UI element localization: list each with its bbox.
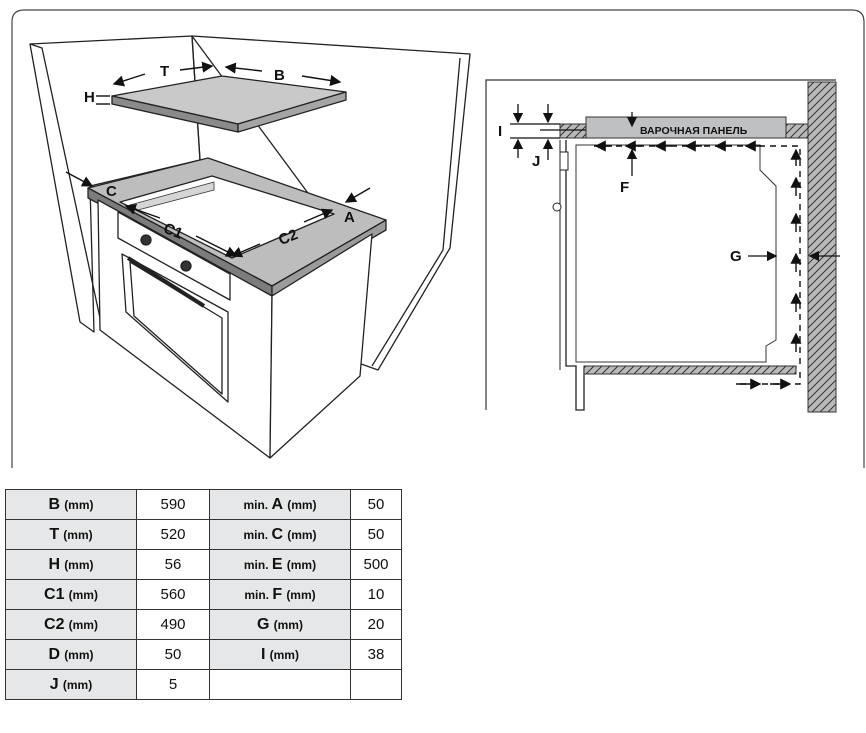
dimension-name: min. E (mm)	[209, 549, 351, 580]
dimension-value: 500	[350, 549, 402, 580]
airflow-arrows	[594, 140, 802, 390]
label-c2: C2	[276, 226, 300, 249]
label-i: I	[498, 123, 502, 140]
outer-frame	[11, 9, 865, 468]
dimension-name: min. A (mm)	[209, 489, 351, 520]
dimension-name: C2 (mm)	[5, 609, 137, 640]
dimension-name: T (mm)	[5, 519, 137, 550]
dimension-value: 20	[350, 609, 402, 640]
installation-diagram: T B H C A C1 C2 ВАРОЧНАЯ ПАНЕЛЬ	[11, 9, 865, 468]
dimension-value: 560	[136, 579, 210, 610]
right-labels: I J F G	[498, 123, 742, 265]
dimension-name	[209, 669, 351, 700]
dimension-value: 590	[136, 489, 210, 520]
dimension-value: 50	[350, 519, 402, 550]
dimension-value: 50	[350, 489, 402, 520]
countertop-right	[271, 219, 387, 297]
dimension-value: 10	[350, 579, 402, 610]
dimension-name: J (mm)	[5, 669, 137, 700]
oven-knob	[180, 260, 192, 272]
cabinet-diagram	[29, 35, 471, 459]
dimension-name: H (mm)	[5, 549, 137, 580]
section-frame	[485, 79, 836, 410]
dimension-value: 5	[136, 669, 210, 700]
label-b: B	[274, 67, 285, 84]
oven-section	[575, 144, 777, 363]
label-t: T	[160, 63, 169, 80]
right-dimensions	[510, 104, 840, 262]
label-f: F	[620, 179, 629, 196]
dimension-name: B (mm)	[5, 489, 137, 520]
dimension-value: 520	[136, 519, 210, 550]
oven-handle	[126, 256, 206, 308]
label-j: J	[532, 153, 540, 170]
dimension-value	[350, 669, 402, 700]
left-labels: T B H C A C1 C2	[84, 63, 355, 249]
dimension-name: D (mm)	[5, 639, 137, 670]
oven-knob	[140, 234, 152, 246]
oven-panel	[117, 211, 231, 301]
left-dimensions	[65, 61, 371, 258]
dimension-value: 38	[350, 639, 402, 670]
label-a: A	[344, 209, 355, 226]
hob-label: ВАРОЧНАЯ ПАНЕЛЬ	[640, 125, 748, 137]
wall-hatched	[807, 81, 837, 413]
label-c: C	[106, 183, 117, 200]
dimension-name: C1 (mm)	[5, 579, 137, 610]
label-g: G	[730, 248, 742, 265]
label-h: H	[84, 89, 95, 106]
dimension-value: 56	[136, 549, 210, 580]
dimension-value: 50	[136, 639, 210, 670]
table-row: J (mm)5	[5, 669, 402, 700]
dimension-name: I (mm)	[209, 639, 351, 670]
dimension-name: min. C (mm)	[209, 519, 351, 550]
label-c1: C1	[161, 220, 185, 243]
section-diagram: ВАРОЧНАЯ ПАНЕЛЬ	[485, 79, 837, 413]
dimension-name: G (mm)	[209, 609, 351, 640]
hob-side-right	[237, 91, 347, 133]
cabinet-right	[269, 233, 373, 459]
dimension-value: 490	[136, 609, 210, 640]
dimension-name: min. F (mm)	[209, 579, 351, 610]
